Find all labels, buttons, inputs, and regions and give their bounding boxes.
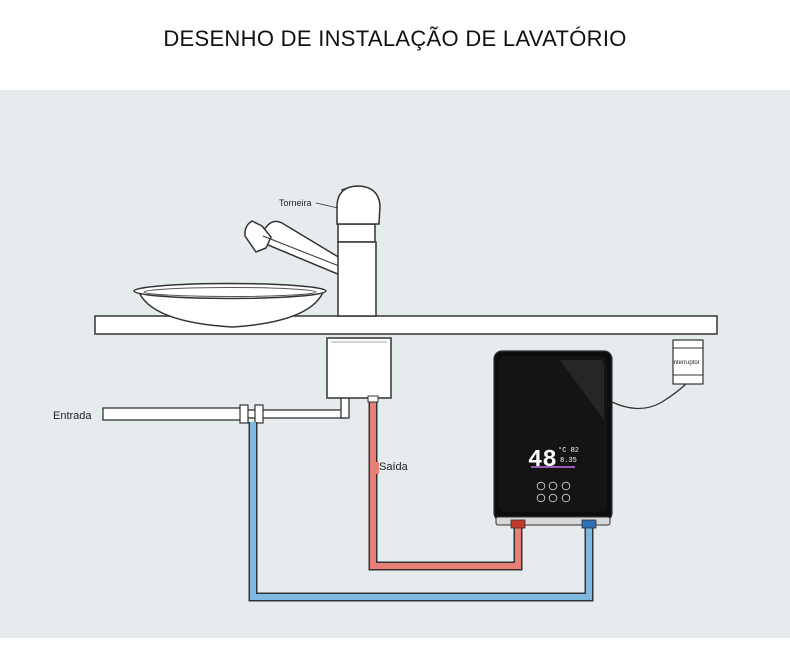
inlet-pipe (102, 395, 350, 424)
heater-touch-buttons (536, 481, 571, 503)
title-bar: DESENHO DE INSTALAÇÃO DE LAVATÓRIO (0, 0, 790, 90)
faucet (244, 185, 381, 317)
minus-button-icon[interactable] (548, 481, 558, 491)
display-small-bottom: 8.35 (560, 457, 577, 465)
settings-button-icon[interactable] (561, 493, 571, 503)
mixer-box (326, 337, 392, 403)
switch-box (672, 339, 704, 385)
inlet-label: Entrada (53, 410, 92, 422)
timer-button-icon[interactable] (548, 493, 558, 503)
hot-outlet-fitting (510, 519, 526, 529)
display-small-top: °C 82 (558, 446, 579, 455)
cold-inlet-fitting (581, 519, 597, 529)
outlet-marker (376, 462, 379, 474)
bottom-strip (0, 638, 790, 666)
cold-water-pipe (248, 422, 594, 602)
display-big-digits: 48 (528, 447, 557, 474)
outlet-label: Saída (379, 461, 409, 473)
power-cable (611, 381, 689, 410)
switch-label: Interruptor (672, 360, 700, 366)
mode-button-icon[interactable] (536, 493, 546, 503)
page-title: DESENHO DE INSTALAÇÃO DE LAVATÓRIO (163, 26, 627, 51)
power-button-icon[interactable] (536, 481, 546, 491)
plus-button-icon[interactable] (561, 481, 571, 491)
hot-water-pipe (368, 398, 523, 571)
faucet-label: Torneira (279, 198, 312, 208)
diagram-background (0, 90, 790, 638)
water-heater: 48 °C 82 8.35 (493, 350, 613, 529)
display-progress-bar (531, 466, 575, 468)
basin (133, 282, 327, 328)
